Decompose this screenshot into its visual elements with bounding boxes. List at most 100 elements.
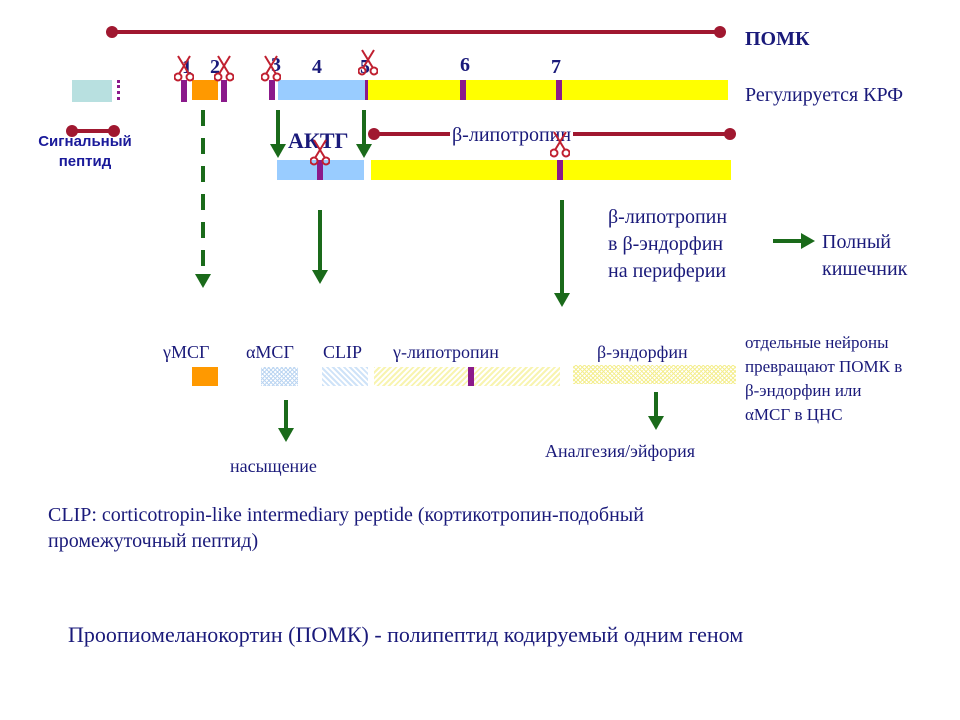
alpha-msh-label: αМСГ — [246, 342, 294, 362]
site-number: 7 — [551, 56, 561, 78]
arrow-right-icon — [801, 233, 815, 249]
clip-definition-line: CLIP: corticotropin-like intermediary pe… — [48, 504, 644, 526]
diagram-element — [362, 49, 375, 69]
diagram-element — [310, 156, 319, 166]
signal-peptide-segment — [72, 80, 112, 102]
arrow-down-icon — [270, 144, 286, 158]
neurons-line: превращают ПОМК в — [745, 357, 903, 376]
diagram-element — [550, 131, 570, 158]
site-number: 6 — [460, 54, 470, 76]
scissors-icon — [214, 55, 234, 82]
beta-lpt-bar — [371, 160, 731, 180]
scissors-icon — [310, 139, 330, 166]
regulated-text: Регулируется КРФ — [745, 84, 904, 106]
diagram-element — [261, 55, 281, 82]
diagram-element — [272, 72, 281, 82]
scissors-icon — [261, 55, 281, 82]
diagram-element — [261, 72, 270, 82]
diagram-element — [112, 30, 720, 34]
diagram-element — [225, 72, 234, 82]
diagram-element — [108, 125, 120, 137]
diagram-element — [317, 160, 323, 180]
diagram-element — [284, 400, 288, 430]
scissors-icon — [550, 131, 570, 158]
diagram-element — [773, 239, 803, 243]
diagram-element — [321, 156, 330, 166]
arrow-down-icon — [648, 416, 664, 430]
diagram-element — [561, 148, 570, 158]
diagram-element — [362, 110, 366, 146]
diagram-element — [106, 26, 118, 38]
diagram-element — [557, 160, 563, 180]
diagram-element — [365, 80, 368, 100]
diagram-element — [265, 55, 278, 75]
clip-definition-line: промежуточный пептид) — [48, 530, 259, 552]
pomc-label: ПОМК — [745, 28, 810, 50]
diagram-element — [178, 55, 191, 75]
beta-lpt-segment — [368, 80, 728, 100]
signal-peptide-legend: Сигнальный пептид — [20, 132, 150, 172]
diagram-element — [368, 128, 380, 140]
periphery-line: на периферии — [608, 260, 727, 282]
arrow-head-icon — [195, 274, 211, 288]
diagram-element — [221, 80, 227, 102]
gut-text: Полный кишечник — [822, 229, 907, 283]
scissors-icon — [358, 49, 378, 76]
diagram-element — [358, 66, 367, 76]
clip-label: CLIP — [323, 342, 363, 362]
site-number: 5 — [360, 56, 370, 78]
diagram-element — [318, 210, 322, 272]
diagram-element — [314, 139, 327, 159]
arrow-down-icon — [554, 293, 570, 307]
diagram-element — [276, 110, 280, 146]
acth-segment — [278, 80, 366, 100]
diagram-element — [72, 129, 114, 133]
site-number: 4 — [312, 56, 322, 78]
diagram-element — [310, 139, 330, 166]
diagram-element — [460, 80, 466, 100]
arrow-down-icon — [312, 270, 328, 284]
site-number: 3 — [271, 54, 281, 76]
clip-box — [322, 367, 368, 386]
diagram-element — [214, 72, 223, 82]
arrow-down-icon — [278, 428, 294, 442]
diagram-element — [468, 367, 474, 386]
diagram-element — [174, 72, 183, 82]
diagram-element — [369, 66, 378, 76]
diagram-element — [214, 55, 234, 82]
clip-definition: CLIP: corticotropin-like intermediary pe… — [48, 502, 644, 554]
site-number: 2 — [210, 56, 220, 78]
diagram-element — [550, 148, 559, 158]
diagram-element — [654, 392, 658, 418]
diagram-element — [554, 131, 567, 151]
alpha-msh-box — [261, 367, 298, 386]
beta-endorphin-label: β-эндорфин — [597, 342, 688, 362]
diagram-element — [185, 72, 194, 82]
diagram-element — [269, 80, 275, 100]
neurons-line: β-эндорфин или — [745, 381, 862, 400]
neurons-line: отдельные нейроны — [745, 333, 889, 352]
diagram-element — [724, 128, 736, 140]
gut-line: кишечник — [822, 258, 908, 280]
diagram-element — [556, 80, 562, 100]
site-number: 1 — [182, 56, 192, 78]
diagram-element — [181, 80, 187, 102]
gut-line: Полный — [822, 231, 892, 253]
diagram-element — [714, 26, 726, 38]
legend-line-2: пептид — [58, 153, 112, 170]
footer-caption: Проопиомеланокортин (ПОМК) - полипептид … — [68, 622, 744, 647]
diagram-element — [218, 55, 231, 75]
gamma-msh-box — [192, 367, 218, 386]
legend-line-1: Сигнальный — [38, 133, 132, 150]
gamma-lpt-box — [374, 367, 560, 386]
diagram-element — [560, 200, 564, 295]
satiety-label: насыщение — [230, 456, 317, 476]
arrow-down-icon — [356, 144, 372, 158]
periphery-line: β-липотропин — [608, 206, 728, 228]
beta-lpt-label: β-липотропин — [450, 124, 574, 147]
neurons-line: αМСГ в ЦНС — [745, 405, 843, 424]
neurons-text: отдельные нейроны превращают ПОМК в β-эндо… — [745, 331, 902, 427]
gamma-msh-label: γМСГ — [163, 342, 210, 362]
diagram-element — [174, 55, 194, 82]
